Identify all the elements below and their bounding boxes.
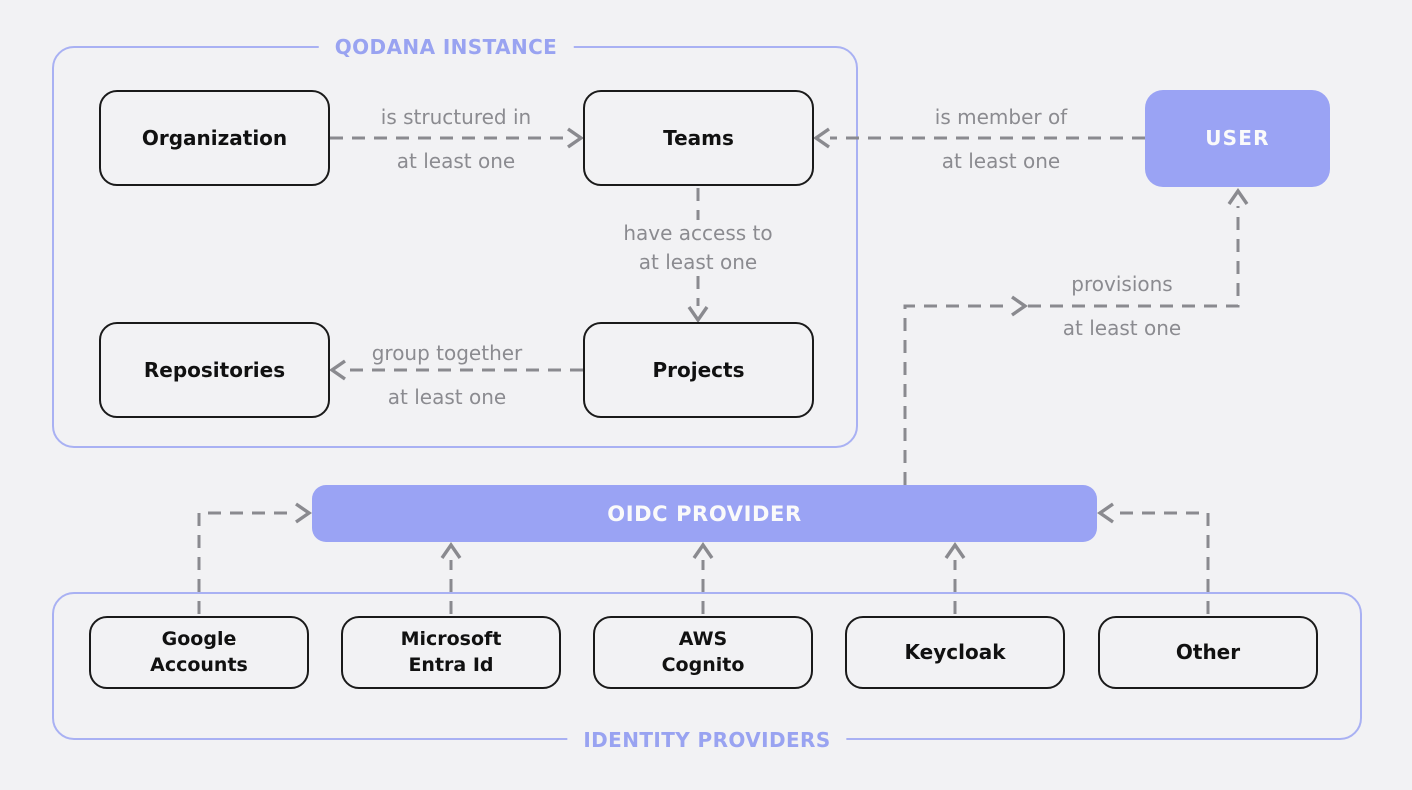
arrowhead-left-icon <box>813 127 830 149</box>
node-microsoft-entra-id: Microsoft Entra Id <box>341 616 561 689</box>
edge-label-have-access-to: have access to <box>615 220 781 246</box>
node-repositories: Repositories <box>99 322 330 418</box>
edge-sublabel-is-structured-in: at least one <box>396 149 516 173</box>
node-user: USER <box>1145 90 1330 187</box>
edge-oidc-user-b <box>1028 206 1240 308</box>
edge-sublabel-provisions: at least one <box>1062 316 1182 340</box>
node-google-accounts: Google Accounts <box>89 616 309 689</box>
arrowhead-up-icon <box>1227 188 1249 205</box>
node-projects: Projects <box>583 322 814 418</box>
arrowhead-down-icon <box>687 306 709 323</box>
arrowhead-right-icon <box>567 127 584 149</box>
edge-sublabel-have-access-to: at least one <box>630 249 766 275</box>
arrowhead-left-icon <box>329 359 346 381</box>
node-keycloak: Keycloak <box>845 616 1065 689</box>
arrowhead-right-icon <box>295 502 312 524</box>
edge-label-is-structured-in: is structured in <box>380 105 532 129</box>
arrowhead-right-icon <box>1011 295 1028 317</box>
node-teams: Teams <box>583 90 814 186</box>
edge-oidc-user-a <box>903 304 1008 485</box>
arrowhead-left-icon <box>1097 502 1114 524</box>
edge-label-provisions: provisions <box>1071 272 1173 296</box>
edge-label-group-together: group together <box>371 341 523 365</box>
node-other: Other <box>1098 616 1318 689</box>
edge-other-oidc <box>1116 511 1210 614</box>
node-aws-cognito: AWS Cognito <box>593 616 813 689</box>
identity-providers-title: IDENTITY PROVIDERS <box>567 726 847 754</box>
qodana-instance-title: QODANA INSTANCE <box>318 33 574 61</box>
edge-sublabel-is-member-of: at least one <box>941 149 1061 173</box>
arrowhead-up-icon <box>692 542 714 559</box>
edge-sublabel-group-together: at least one <box>387 385 507 409</box>
edge-google-oidc <box>197 511 293 614</box>
arrowhead-up-icon <box>944 542 966 559</box>
node-oidc-provider: OIDC PROVIDER <box>312 485 1097 542</box>
edge-label-is-member-of: is member of <box>934 105 1068 129</box>
arrowhead-up-icon <box>440 542 462 559</box>
node-organization: Organization <box>99 90 330 186</box>
